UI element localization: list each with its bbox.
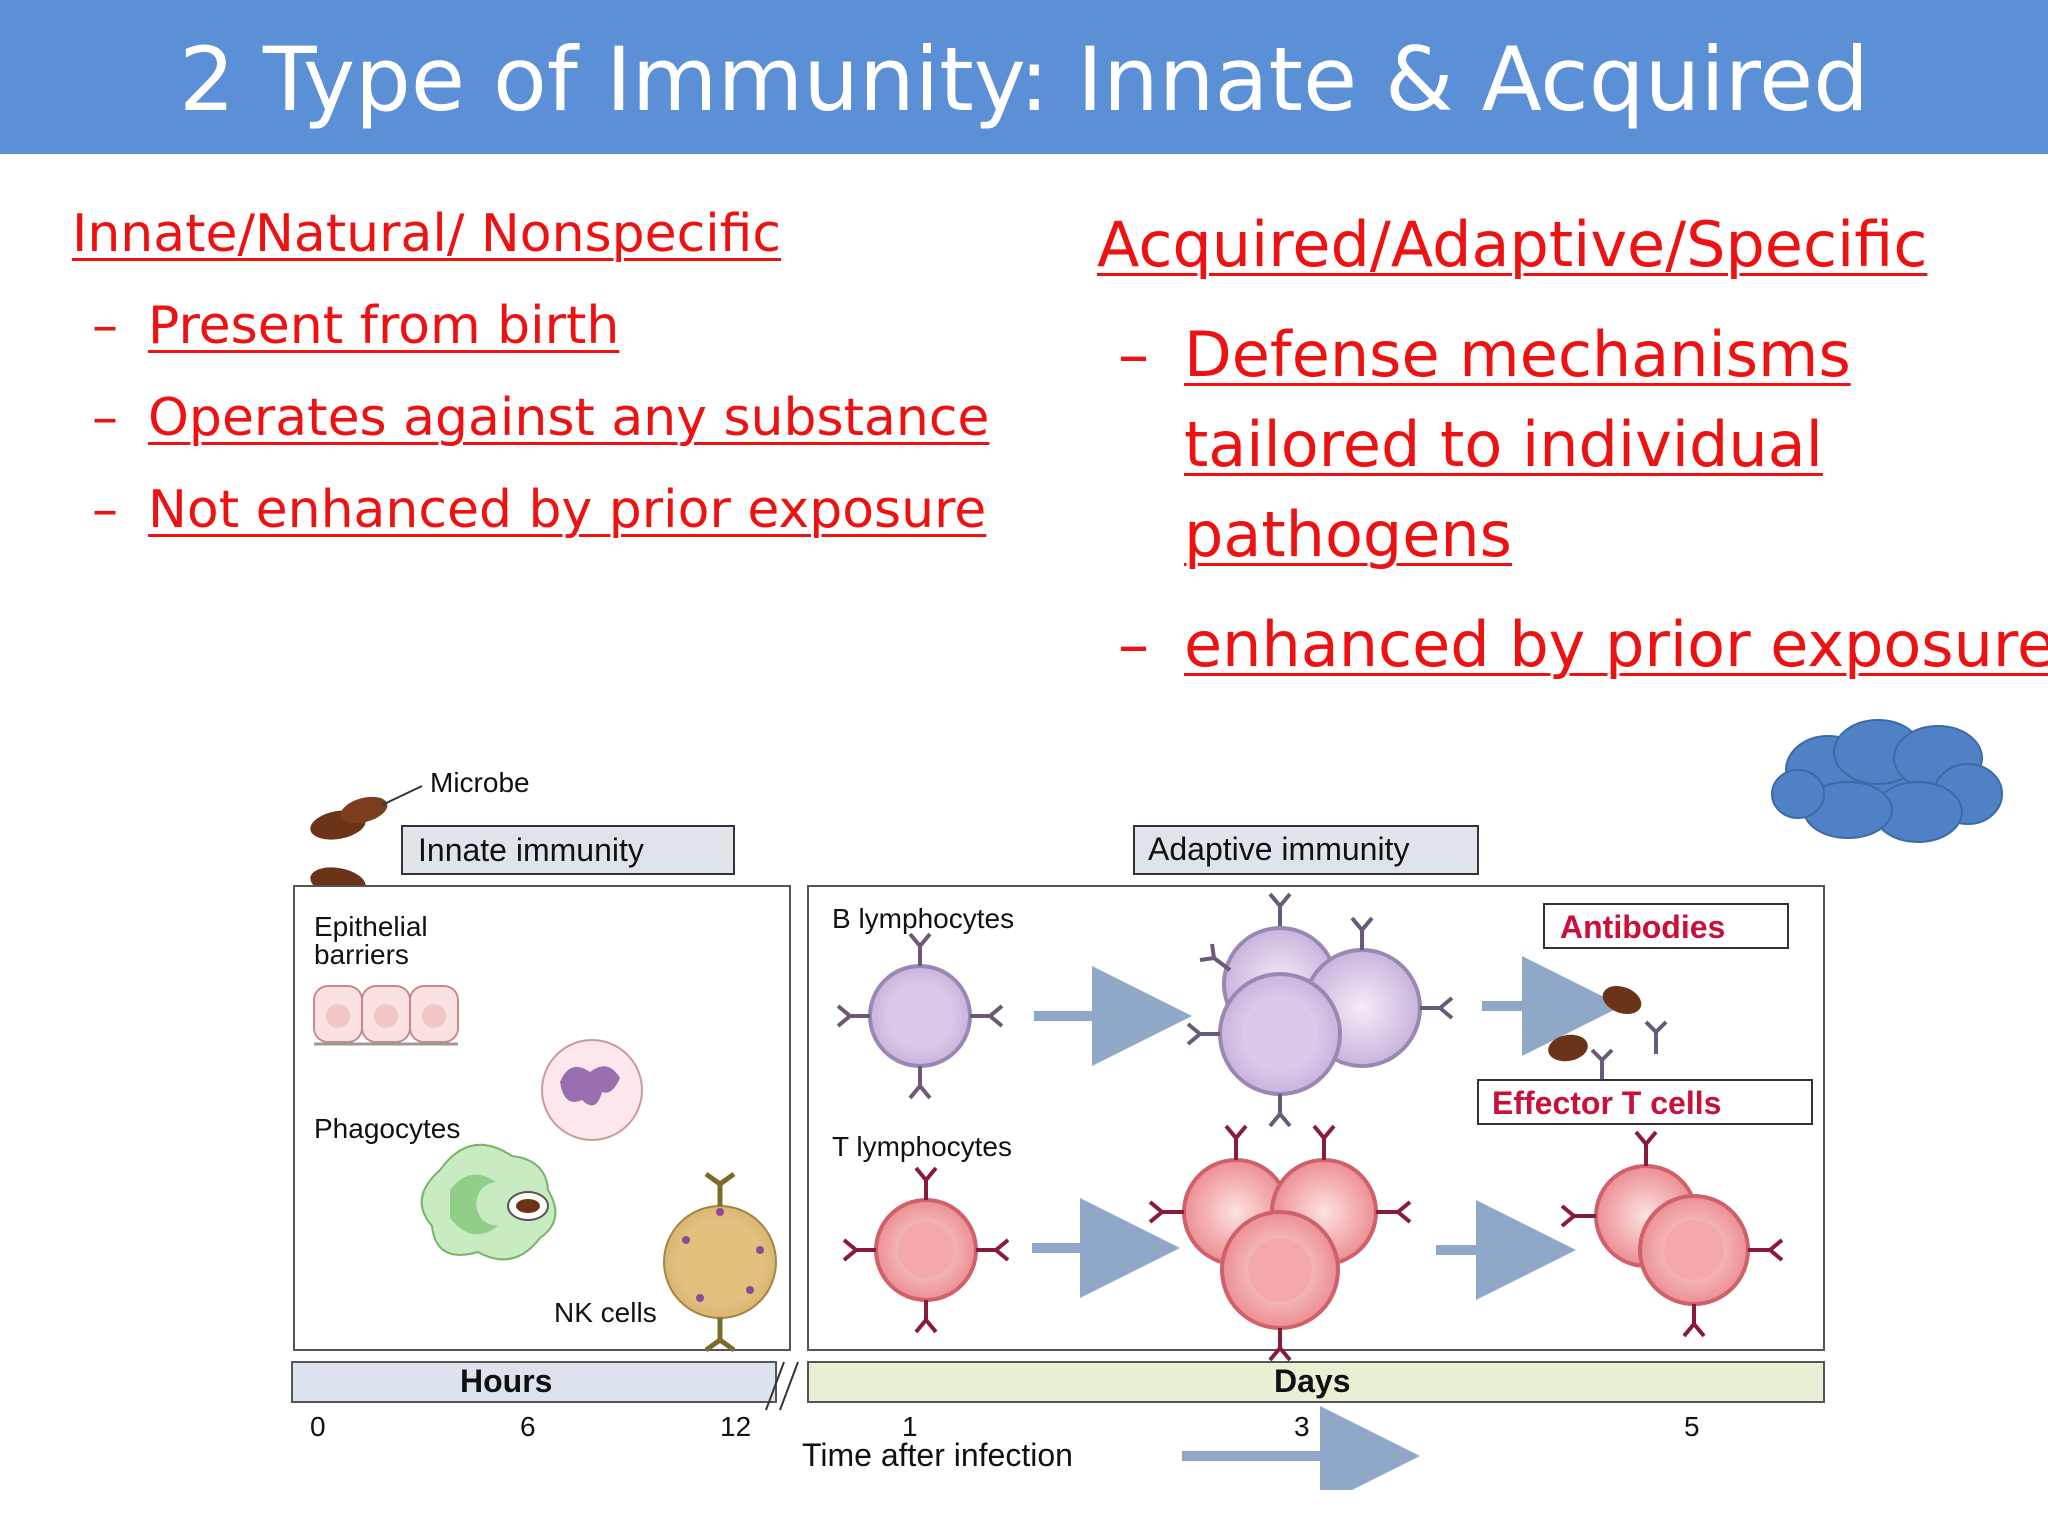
slide-title: 2 Type of Immunity: Innate & Acquired: [178, 28, 1870, 131]
time-label: Time after infection: [802, 1437, 1073, 1473]
title-bar: 2 Type of Immunity: Innate & Acquired: [0, 0, 2048, 154]
innate-bullet-1: Present from birth: [148, 296, 620, 356]
antibodies-label: Antibodies: [1560, 909, 1725, 945]
bullet-marker: –: [92, 296, 118, 356]
hour-tick: 6: [520, 1411, 536, 1442]
days-label: Days: [1274, 1363, 1351, 1399]
days-bar: [807, 1361, 1825, 1403]
immunity-figure: Microbe Innate immunity Adaptive immunit…: [291, 767, 1825, 1490]
phagocytes-label: Phagocytes: [314, 1113, 460, 1144]
microbe-label: Microbe: [430, 767, 530, 798]
b-lymph-label: B lymphocytes: [832, 903, 1014, 934]
acquired-bullet-1-line-3: pathogens: [1184, 498, 1512, 571]
t-lymphocyte-icon: [842, 1166, 1010, 1334]
epithelial-label-1: Epithelial: [314, 911, 428, 942]
innate-bullet-2: Operates against any substance: [148, 388, 990, 448]
day-tick: 5: [1684, 1411, 1700, 1442]
epithelial-cells-icon: [313, 985, 459, 1046]
bullet-marker: –: [92, 388, 118, 448]
antibody-microbe-icon: [1548, 985, 1668, 1082]
nk-cell-icon: [663, 1171, 777, 1353]
bullet-marker: –: [92, 480, 118, 540]
day-tick: 3: [1294, 1411, 1310, 1442]
acquired-bullet-2: enhanced by prior exposure: [1184, 608, 2048, 681]
epithelial-label-2: barriers: [314, 939, 409, 970]
bullet-marker: –: [1118, 608, 1149, 681]
innate-box-label: Innate immunity: [418, 832, 644, 868]
t-lymph-label: T lymphocytes: [832, 1131, 1012, 1162]
neutrophil-icon: [541, 1039, 643, 1141]
macrophage-icon: [420, 1143, 557, 1261]
hours-label: Hours: [460, 1363, 552, 1399]
hours-bar: [291, 1361, 777, 1403]
effector-t-cells-icon: [1560, 1130, 1784, 1338]
innate-bullet-3: Not enhanced by prior exposure: [148, 480, 987, 540]
hour-tick: 12: [720, 1411, 751, 1442]
nk-label: NK cells: [554, 1297, 657, 1328]
acquired-heading: Acquired/Adaptive/Specific: [1097, 208, 1928, 281]
cloud-shape: [1771, 719, 2003, 843]
adaptive-box-label: Adaptive immunity: [1148, 831, 1409, 867]
b-cell-clone-icon: [1186, 892, 1454, 1128]
t-cell-clone-icon: [1148, 1124, 1412, 1362]
acquired-bullet-1-line-1: Defense mechanisms: [1184, 318, 1851, 391]
effector-label: Effector T cells: [1492, 1085, 1721, 1121]
b-lymphocyte-icon: [836, 932, 1004, 1100]
acquired-bullet-1-line-2: tailored to individual: [1184, 408, 1823, 481]
hour-tick: 0: [310, 1411, 326, 1442]
innate-heading: Innate/Natural/ Nonspecific: [72, 204, 782, 264]
bullet-marker: –: [1118, 318, 1149, 391]
day-tick: 1: [902, 1411, 918, 1442]
